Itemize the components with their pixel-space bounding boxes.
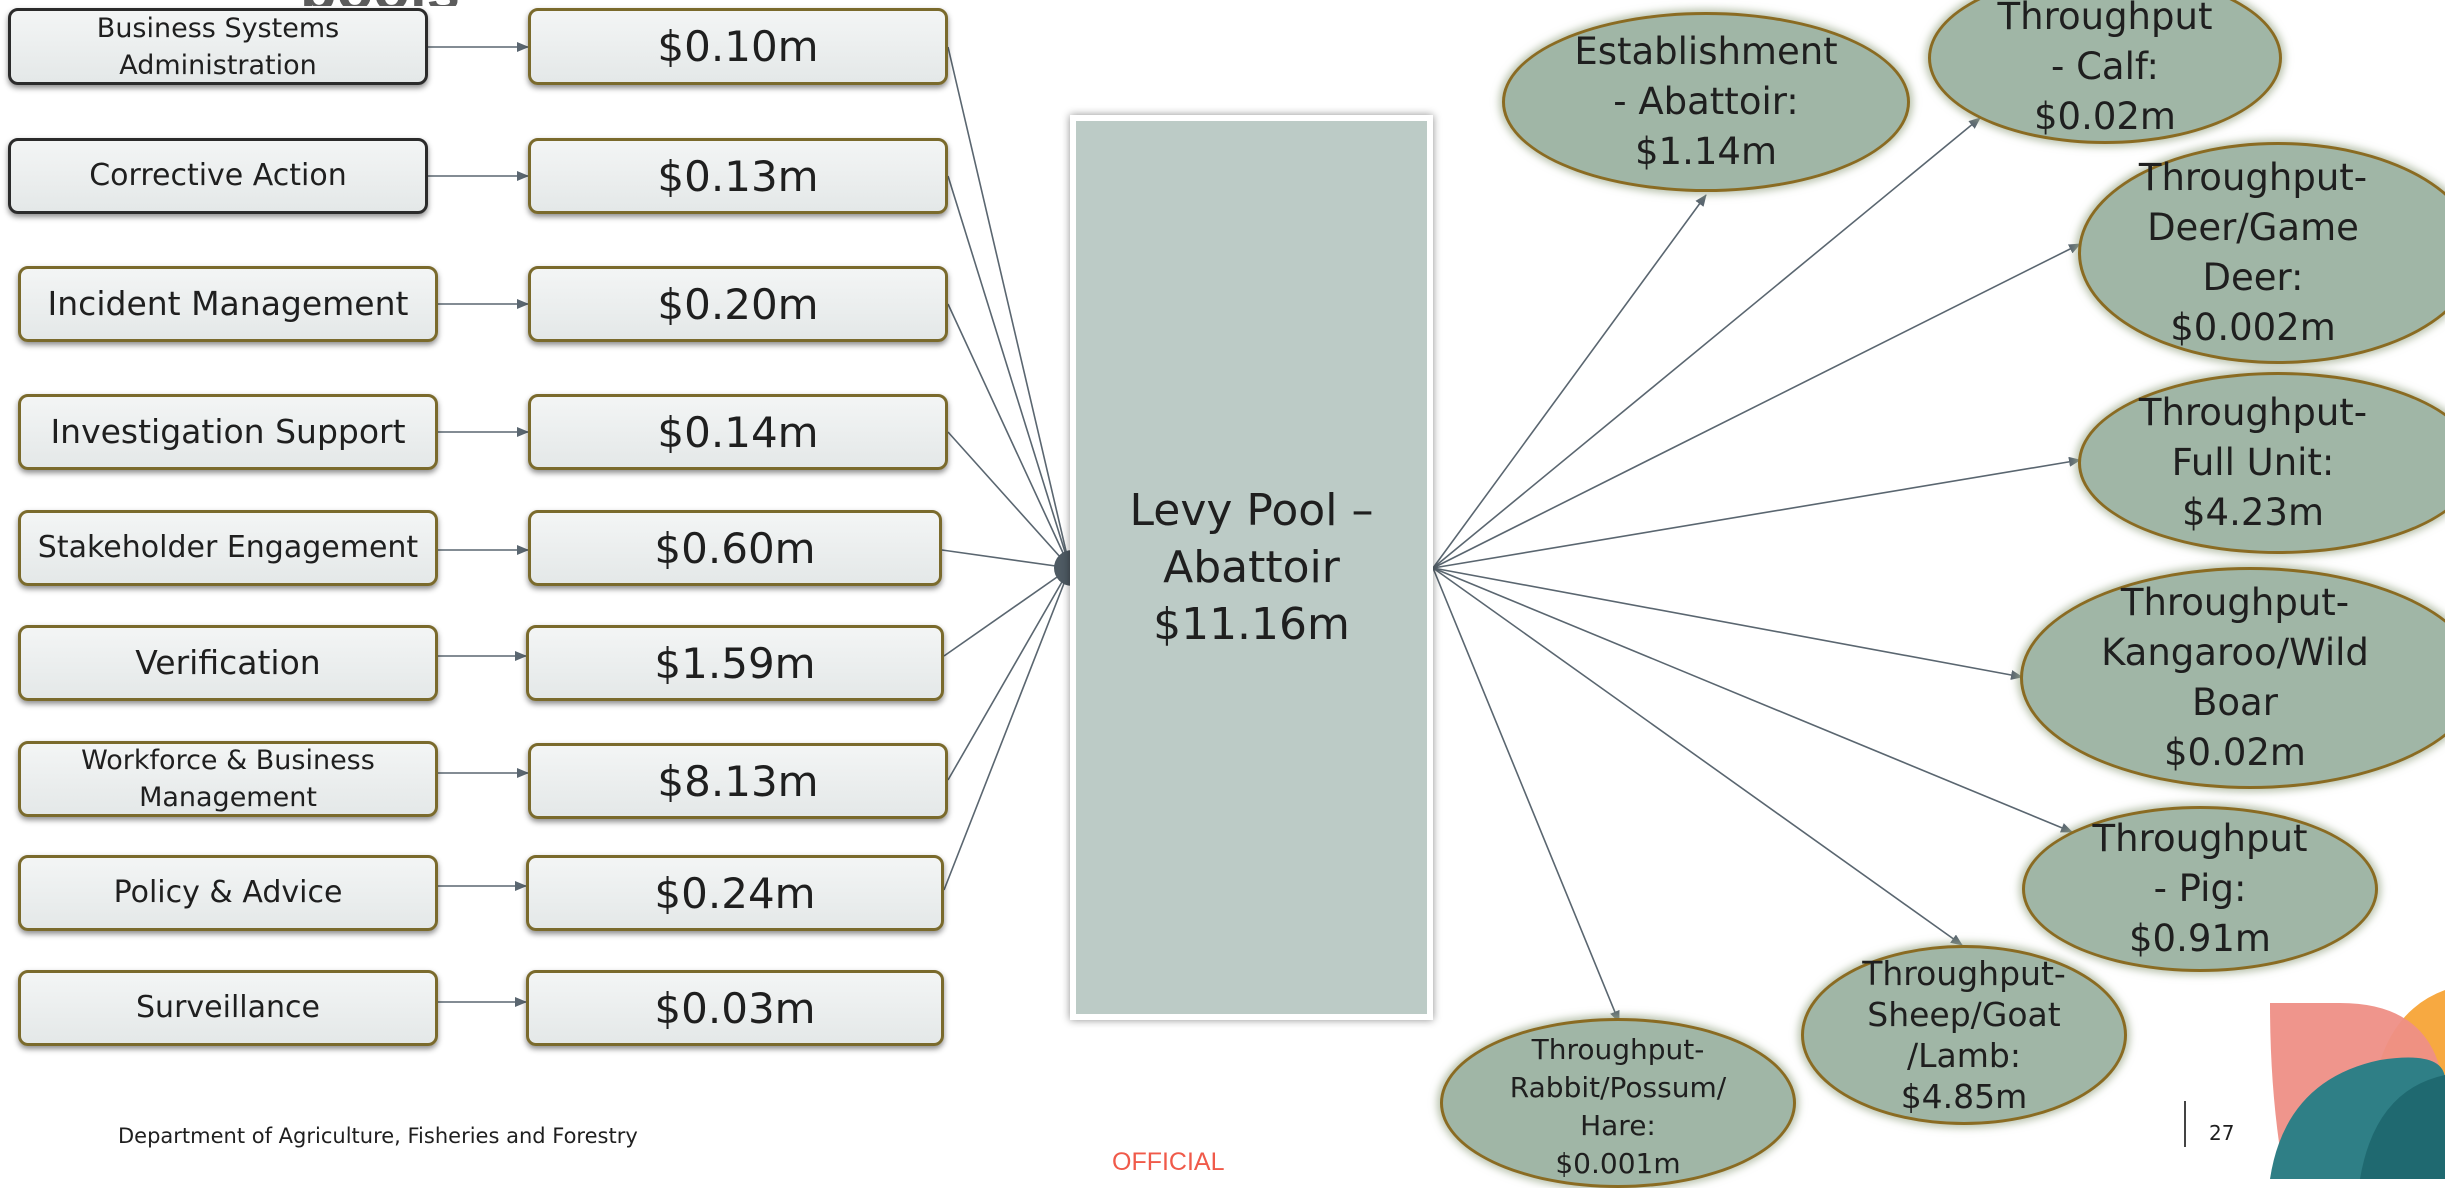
- pool-to-output-arrow: [1432, 194, 1707, 569]
- value-to-pool-line: [941, 549, 1071, 569]
- convergence-node: [1054, 550, 1072, 586]
- footer-department: Department of Agriculture, Fisheries and…: [118, 1124, 638, 1148]
- output-ellipse: Throughput-Full Unit:$4.23m: [2078, 372, 2445, 554]
- value-to-pool-line: [943, 567, 1071, 891]
- input-label: Workforce & Business Management: [18, 741, 438, 817]
- input-value: $0.13m: [528, 138, 948, 214]
- input-value: $1.59m: [526, 625, 944, 701]
- output-ellipse: Throughput-Rabbit/Possum/Hare:$0.001m: [1440, 1018, 1796, 1188]
- pool-subtitle: Abattoir: [1163, 542, 1340, 593]
- pool-to-output-arrow: [1432, 567, 2073, 833]
- input-value: $0.20m: [528, 266, 948, 342]
- output-ellipse: Throughput-Sheep/Goat/Lamb:$4.85m: [1801, 945, 2127, 1125]
- value-to-pool-line: [947, 567, 1071, 781]
- clipped-title: Mapping levy activities to cost pools: [300, 0, 1320, 6]
- output-ellipse: Throughput- Pig:$0.91m: [2022, 806, 2378, 972]
- input-value: $0.14m: [528, 394, 948, 470]
- output-ellipse: Throughput- Calf:$0.02m: [1928, 0, 2282, 144]
- corner-decoration: [2270, 990, 2445, 1179]
- input-label: Incident Management: [18, 266, 438, 342]
- input-label: Stakeholder Engagement: [18, 510, 438, 586]
- input-value: $0.60m: [528, 510, 942, 586]
- pool-title: Levy Pool –: [1129, 485, 1374, 536]
- input-label: Corrective Action: [8, 138, 428, 214]
- output-ellipse: Establishment- Abattoir:$1.14m: [1502, 12, 1910, 192]
- pool-to-output-arrow: [1432, 567, 2023, 680]
- page-number: 27: [2209, 1121, 2235, 1145]
- input-label: Investigation Support: [18, 394, 438, 470]
- input-value: $0.24m: [526, 855, 944, 931]
- input-value: $8.13m: [528, 743, 948, 819]
- value-to-pool-line: [947, 175, 1071, 569]
- pool-to-output-arrow: [1432, 567, 1620, 1023]
- value-to-pool-line: [947, 46, 1071, 569]
- value-to-pool-line: [947, 303, 1071, 569]
- input-label: Policy & Advice: [18, 855, 438, 931]
- input-value: $0.03m: [526, 970, 944, 1046]
- pool-total: $11.16m: [1153, 599, 1350, 650]
- pool-to-output-arrow: [1432, 456, 2081, 569]
- classification-label: OFFICIAL: [1112, 1148, 1225, 1176]
- pool-to-output-arrow: [1432, 567, 1963, 946]
- value-to-pool-line: [943, 567, 1071, 657]
- page-number-divider: [2184, 1101, 2186, 1147]
- levy-pool-box: Levy Pool – Abattoir $11.16m: [1070, 115, 1433, 1020]
- pool-to-output-arrow: [1432, 117, 1981, 569]
- input-label: Surveillance: [18, 970, 438, 1046]
- input-label: Verification: [18, 625, 438, 701]
- value-to-pool-line: [947, 431, 1071, 569]
- pool-to-output-arrow: [1432, 243, 2081, 569]
- input-label: Business Systems Administration: [8, 8, 428, 85]
- input-value: $0.10m: [528, 8, 948, 85]
